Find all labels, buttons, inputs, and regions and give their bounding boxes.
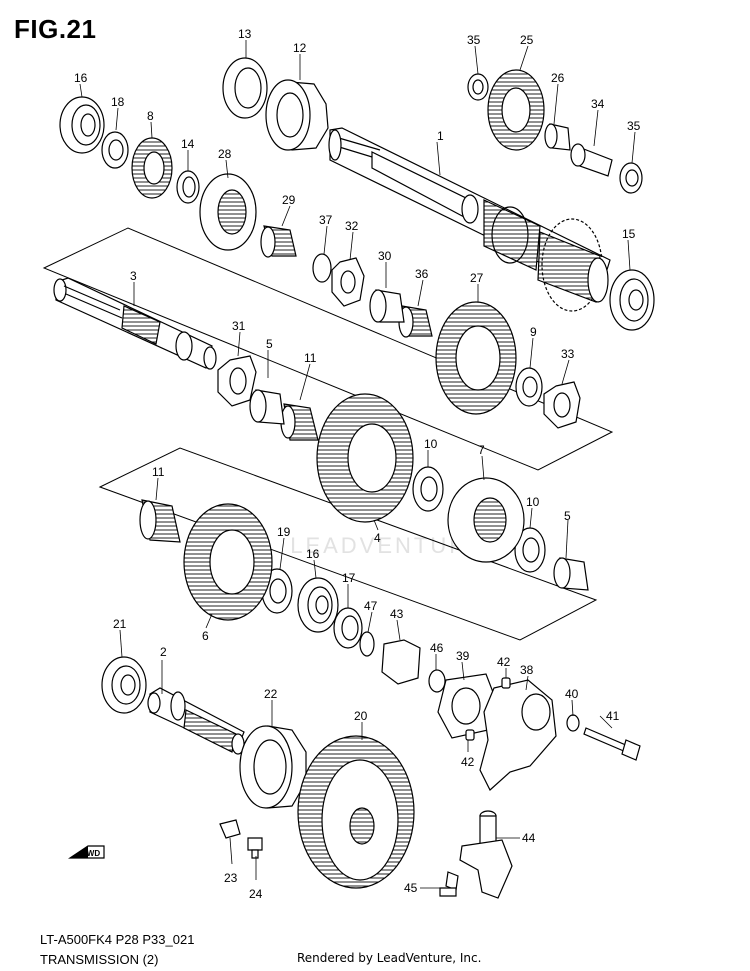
- callout: 40: [565, 687, 579, 701]
- callout: 37: [319, 213, 333, 227]
- oil-seal-13: [222, 57, 268, 119]
- fwd-arrow-icon: FWD: [68, 845, 105, 859]
- callout: 47: [364, 599, 378, 613]
- leader-lines: [79, 40, 636, 889]
- bearing-15: [609, 269, 655, 331]
- callout: 14: [181, 137, 195, 151]
- callout: 16: [74, 71, 88, 85]
- callout: 42: [461, 755, 475, 769]
- bearing-16-middle: [297, 577, 339, 633]
- callout: 38: [520, 663, 534, 677]
- callout: 27: [470, 271, 484, 285]
- callout: 22: [264, 687, 278, 701]
- bearing-16-top: [59, 96, 105, 154]
- part-drive-shaft: [147, 687, 245, 755]
- callout: 5: [564, 509, 571, 523]
- bearing-21: [101, 656, 147, 714]
- callout: 18: [111, 95, 125, 109]
- callout: 17: [342, 571, 356, 585]
- callout: 12: [293, 41, 307, 55]
- needle-bearings: [139, 225, 433, 543]
- callout: 13: [238, 27, 252, 41]
- callout: 41: [606, 709, 620, 723]
- callout: 4: [374, 531, 381, 545]
- callout: 1: [437, 129, 444, 143]
- splined-washers: [217, 257, 581, 429]
- bearing-22: [239, 725, 307, 809]
- gear-6: [183, 503, 273, 621]
- section-title: TRANSMISSION (2): [40, 952, 159, 967]
- callout: 10: [424, 437, 438, 451]
- driveshaft-group-frame: [98, 447, 598, 641]
- bearing-12: [265, 79, 329, 151]
- gear-20: [297, 735, 415, 889]
- callout: 45: [404, 881, 418, 895]
- gear-4: [316, 393, 414, 523]
- callout: 29: [282, 193, 296, 207]
- callout: 8: [147, 109, 154, 123]
- part-countershaft: [53, 277, 217, 370]
- gear-8: [131, 137, 173, 199]
- model-code: LT-A500FK4 P28 P33_021: [40, 932, 195, 947]
- callout: 23: [224, 871, 238, 885]
- render-credit: Rendered by LeadVenture, Inc.: [297, 951, 482, 965]
- gear-7: [447, 477, 525, 563]
- callout: 5: [266, 337, 273, 351]
- callout: 28: [218, 147, 232, 161]
- gear-25: [487, 69, 545, 151]
- gear-27: [435, 301, 517, 415]
- callout: 21: [113, 617, 127, 631]
- callout: 34: [591, 97, 605, 111]
- callout: 39: [456, 649, 470, 663]
- callout: 26: [551, 71, 565, 85]
- callout: 24: [249, 887, 263, 901]
- part-main-shaft: [328, 127, 611, 312]
- callout: 16: [306, 547, 320, 561]
- callout: 15: [622, 227, 636, 241]
- callout: 36: [415, 267, 429, 281]
- callout: 25: [520, 33, 534, 47]
- callout: 6: [202, 629, 209, 643]
- callout: 31: [232, 319, 246, 333]
- bushings: [249, 123, 613, 591]
- svg-text:FWD: FWD: [82, 849, 100, 858]
- callout: 35: [467, 33, 481, 47]
- callout: 2: [160, 645, 167, 659]
- sensor-44: [459, 810, 513, 899]
- callout: 9: [530, 325, 537, 339]
- part-gear-position-housing: [381, 639, 557, 791]
- callout: 7: [478, 443, 485, 457]
- callout: 32: [345, 219, 359, 233]
- bolts-small: [219, 819, 459, 897]
- callout: 46: [430, 641, 444, 655]
- callout: 42: [497, 655, 511, 669]
- callout: 11: [152, 465, 165, 479]
- bolt-41: [583, 727, 641, 761]
- callout: 11: [304, 351, 317, 365]
- callout: 30: [378, 249, 392, 263]
- figure-title: FIG.21: [14, 14, 97, 44]
- callout: 35: [627, 119, 641, 133]
- callout: 19: [277, 525, 291, 539]
- gear-28: [199, 173, 257, 251]
- callout: 43: [390, 607, 404, 621]
- callouts: 1 2 3 4 5 5 6 7 8 9 10 10 11 11 12 13 14…: [74, 27, 641, 901]
- callout: 3: [130, 269, 137, 283]
- bearing-17: [333, 607, 363, 649]
- callout: 20: [354, 709, 368, 723]
- callout: 44: [522, 831, 536, 845]
- callout: 10: [526, 495, 540, 509]
- callout: 33: [561, 347, 575, 361]
